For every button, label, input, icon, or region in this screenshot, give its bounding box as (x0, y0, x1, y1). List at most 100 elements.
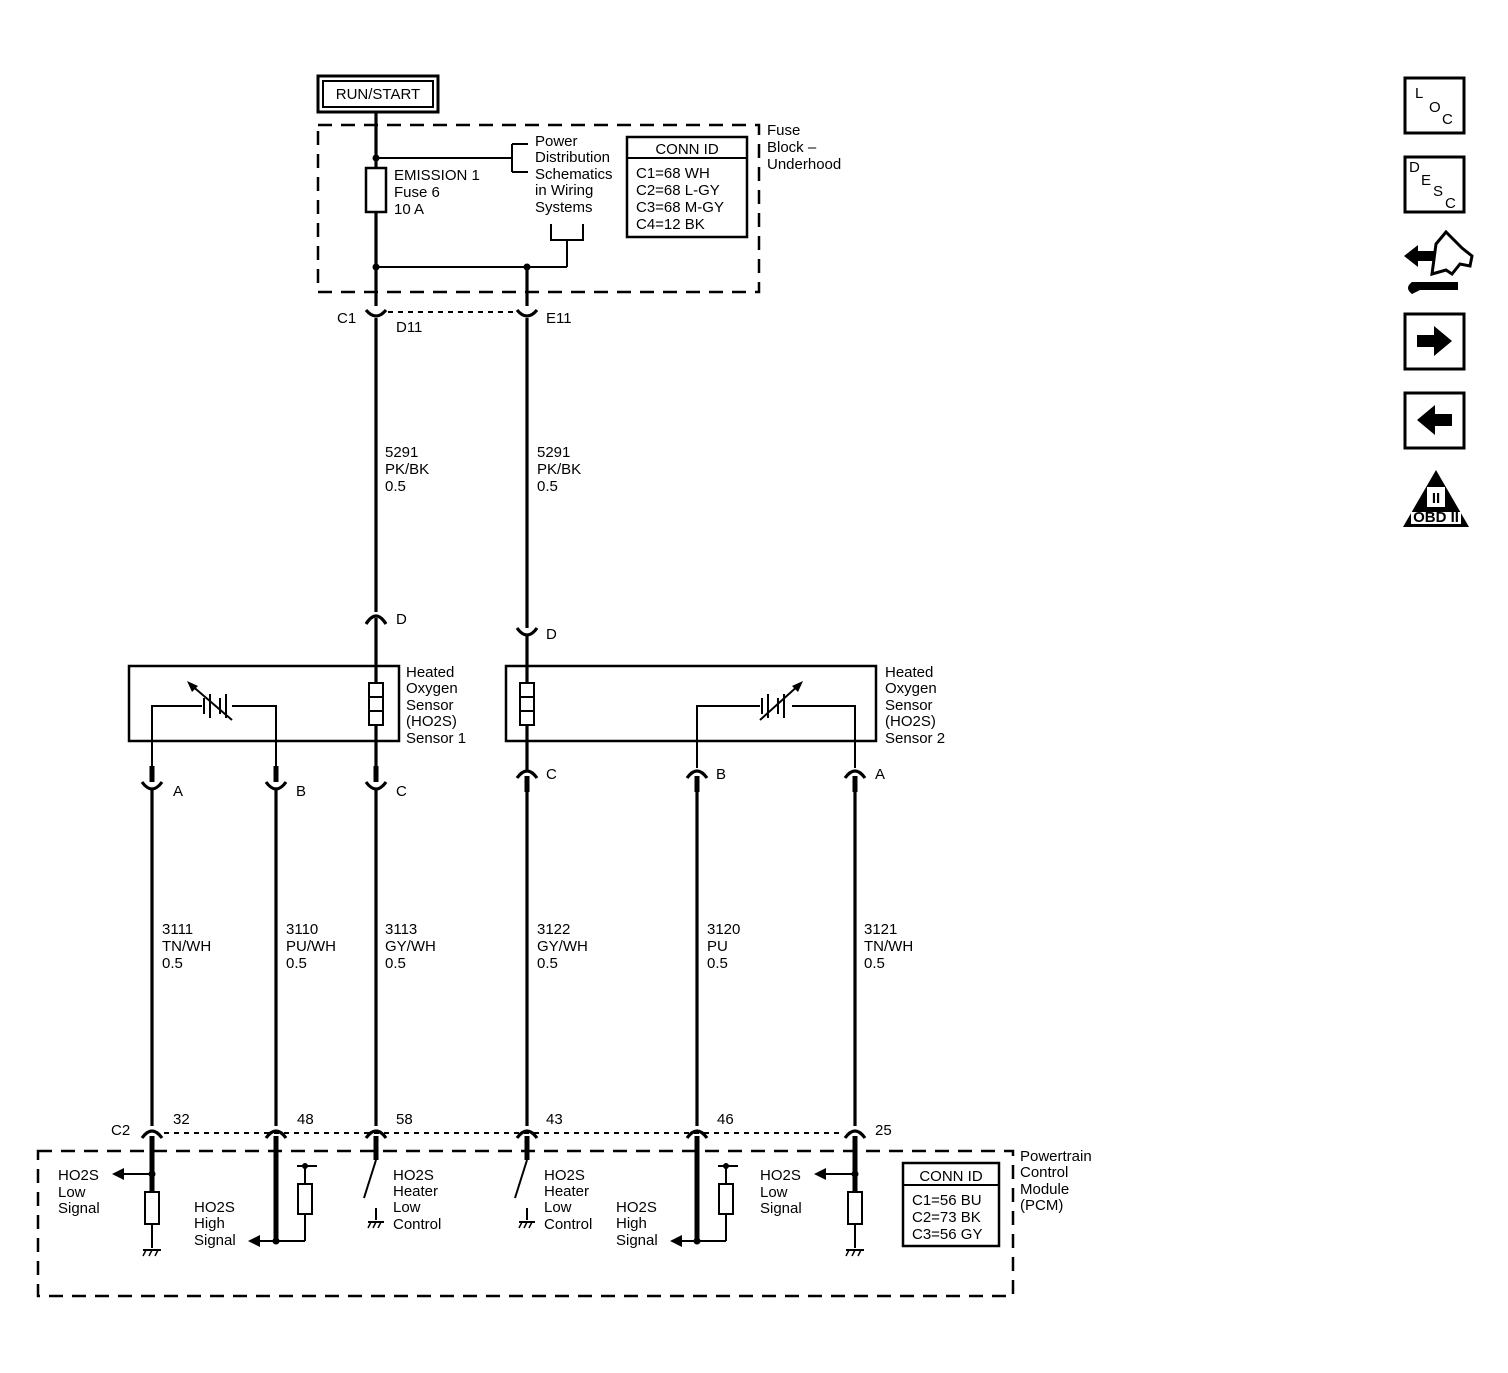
svg-text:C4=12 BK: C4=12 BK (636, 216, 705, 233)
svg-text:Fuse: Fuse (767, 122, 800, 139)
svg-text:HO2S: HO2S (393, 1167, 434, 1184)
svg-text:E11: E11 (546, 310, 572, 327)
svg-text:0.5: 0.5 (162, 955, 183, 972)
pcm-module: Powertrain Control Module (PCM) HO2S Low… (36, 1136, 1092, 1298)
svg-text:HO2S: HO2S (58, 1167, 99, 1184)
wire-label-3113: 3113 GY/WH 0.5 (385, 921, 436, 972)
svg-text:HO2S: HO2S (616, 1199, 657, 1216)
svg-text:58: 58 (396, 1111, 413, 1128)
wire-label-3122: 3122 GY/WH 0.5 (537, 921, 588, 972)
svg-text:PK/BK: PK/BK (537, 461, 581, 478)
svg-text:Sensor 2: Sensor 2 (885, 730, 945, 747)
svg-text:O: O (1429, 99, 1441, 116)
svg-text:High: High (194, 1215, 225, 1232)
back-arrow-icon[interactable] (1403, 391, 1466, 450)
svg-text:HO2S: HO2S (194, 1199, 235, 1216)
svg-text:Control: Control (1020, 1164, 1068, 1181)
svg-text:5291: 5291 (537, 444, 570, 461)
svg-text:3120: 3120 (707, 921, 740, 938)
svg-text:Low: Low (544, 1199, 572, 1216)
svg-text:CONN ID: CONN ID (919, 1168, 983, 1185)
svg-text:Signal: Signal (616, 1232, 658, 1249)
svg-text:B: B (716, 766, 726, 783)
svg-text:HO2S: HO2S (544, 1167, 585, 1184)
svg-text:0.5: 0.5 (385, 478, 406, 495)
pcm-ho2s-high-signal-1: HO2S High Signal (194, 1163, 317, 1249)
svg-text:Heated: Heated (885, 664, 933, 681)
wire-label-5291-left: 5291 PK/BK 0.5 (385, 444, 429, 495)
wire-label-3121: 3121 TN/WH 0.5 (864, 921, 913, 972)
svg-text:PK/BK: PK/BK (385, 461, 429, 478)
svg-text:C2=68 L-GY: C2=68 L-GY (636, 182, 720, 199)
svg-text:C3=68 M-GY: C3=68 M-GY (636, 199, 724, 216)
fuse-block: Fuse Block – Underhood EMISSION 1 Fuse 6… (316, 112, 841, 306)
svg-text:RUN/START: RUN/START (336, 86, 420, 103)
svg-text:Control: Control (393, 1216, 441, 1233)
svg-text:Heater: Heater (393, 1183, 438, 1200)
forward-arrow-icon[interactable] (1403, 312, 1466, 371)
obd-ii-icon[interactable]: II OBD II (1403, 470, 1469, 527)
svg-text:C1=56 BU: C1=56 BU (912, 1192, 982, 1209)
pcm-connector-c2: C2 32 48 58 43 46 25 (111, 1111, 892, 1139)
wire-label-5291-right: 5291 PK/BK 0.5 (537, 444, 581, 495)
heater-element-icon (519, 682, 535, 726)
pcm-ho2s-low-signal-1: HO2S Low Signal (58, 1167, 161, 1257)
svg-text:S: S (1433, 183, 1443, 200)
svg-text:Oxygen: Oxygen (406, 680, 458, 697)
svg-text:(HO2S): (HO2S) (885, 713, 936, 730)
svg-text:C: C (396, 783, 407, 800)
svg-text:43: 43 (546, 1111, 563, 1128)
svg-text:0.5: 0.5 (537, 955, 558, 972)
svg-text:Powertrain: Powertrain (1020, 1148, 1092, 1165)
sensor2-pins: C B A (515, 741, 885, 792)
svg-text:CONN ID: CONN ID (655, 141, 719, 158)
variable-cell-icon (189, 683, 233, 721)
fuse-symbol (364, 166, 388, 214)
svg-text:3113: 3113 (385, 921, 417, 938)
svg-text:C: C (546, 766, 557, 783)
svg-text:Low: Low (58, 1184, 86, 1201)
svg-text:PU: PU (707, 938, 728, 955)
connector-swap-icon[interactable] (1404, 229, 1474, 294)
svg-text:Signal: Signal (194, 1232, 236, 1249)
sensor2-connector-d: D (515, 612, 557, 666)
svg-text:Signal: Signal (760, 1200, 802, 1217)
svg-text:Fuse 6: Fuse 6 (394, 184, 440, 201)
svg-text:GY/WH: GY/WH (385, 938, 436, 955)
svg-text:46: 46 (717, 1111, 734, 1128)
svg-text:0.5: 0.5 (864, 955, 885, 972)
svg-text:Low: Low (393, 1199, 421, 1216)
svg-text:10 A: 10 A (394, 201, 424, 218)
svg-text:Low: Low (760, 1184, 788, 1201)
svg-text:D11: D11 (396, 319, 422, 336)
svg-text:3110: 3110 (286, 921, 318, 938)
svg-text:B: B (296, 783, 306, 800)
svg-text:C1: C1 (337, 310, 356, 327)
svg-text:Power: Power (535, 133, 578, 150)
desc-button[interactable]: D E S C (1403, 155, 1466, 214)
svg-text:Control: Control (544, 1216, 592, 1233)
fuse-block-conn-id-table: CONN ID C1=68 WH C2=68 L-GY C3=68 M-GY C… (625, 135, 749, 239)
svg-text:C3=56 GY: C3=56 GY (912, 1226, 982, 1243)
svg-text:3111: 3111 (162, 921, 193, 938)
pcm-ho2s-low-signal-2: HO2S Low Signal (760, 1167, 864, 1257)
svg-text:D: D (1409, 159, 1420, 176)
loc-button[interactable]: L O C (1403, 76, 1466, 135)
svg-text:5291: 5291 (385, 444, 418, 461)
svg-text:L: L (1415, 85, 1423, 102)
svg-text:Sensor: Sensor (885, 697, 933, 714)
svg-text:25: 25 (875, 1122, 892, 1139)
svg-text:GY/WH: GY/WH (537, 938, 588, 955)
pcm-ho2s-high-signal-2: HO2S High Signal (616, 1163, 738, 1249)
svg-text:Heated: Heated (406, 664, 454, 681)
svg-text:Schematics: Schematics (535, 166, 613, 183)
svg-text:II: II (1432, 490, 1440, 507)
svg-text:TN/WH: TN/WH (162, 938, 211, 955)
svg-text:Module: Module (1020, 1181, 1069, 1198)
svg-text:E: E (1421, 172, 1431, 189)
ho2s-sensor-2: Heated Oxygen Sensor (HO2S) Sensor 2 (504, 664, 945, 768)
svg-text:Underhood: Underhood (767, 156, 841, 173)
sensor1-pins: A B C (140, 741, 407, 800)
svg-text:48: 48 (297, 1111, 314, 1128)
